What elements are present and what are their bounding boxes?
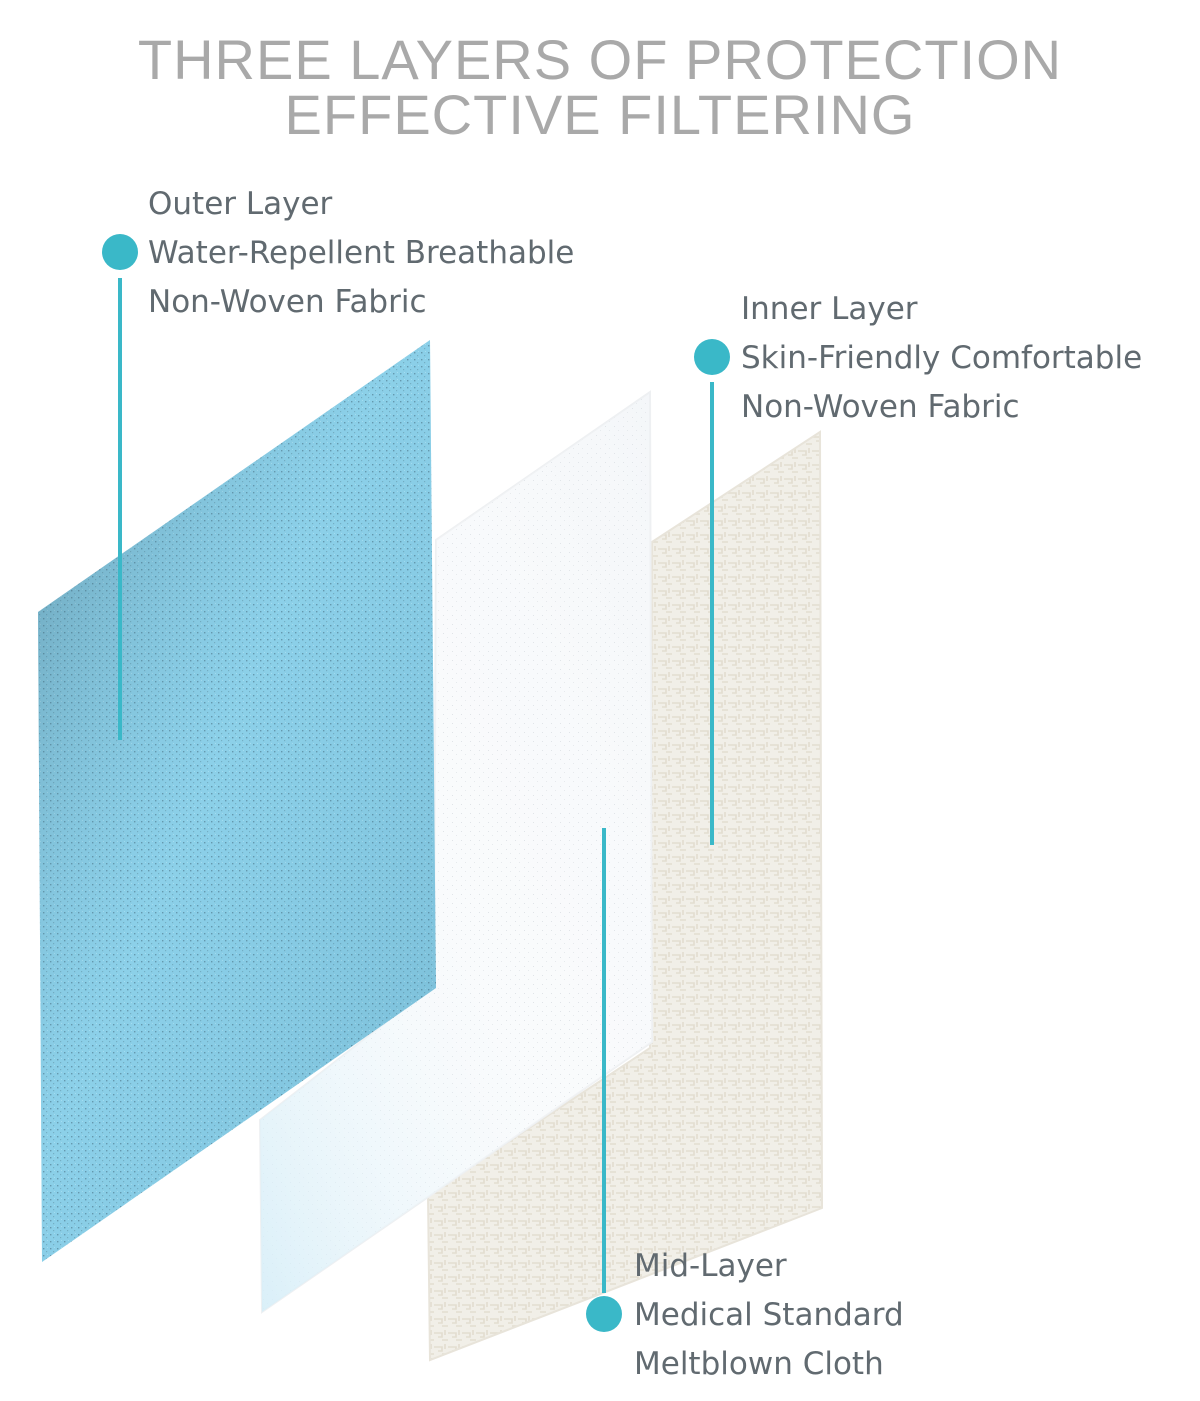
title-line-2: EFFECTIVE FILTERING: [284, 83, 916, 146]
outer-layer-marker-dot: [102, 234, 138, 270]
mid-layer-leader-line: [602, 828, 606, 1293]
outer-layer-title: Outer Layer: [148, 186, 333, 222]
outer-layer-desc-2: Non-Woven Fabric: [148, 284, 427, 320]
inner-layer-title: Inner Layer: [741, 291, 918, 327]
inner-layer-marker-dot: [694, 339, 730, 375]
mid-layer-marker-dot: [586, 1296, 622, 1332]
inner-fabric-layer: [426, 430, 824, 1362]
inner-layer-desc-1: Skin-Friendly Comfortable: [741, 340, 1143, 376]
mid-layer-desc-2: Meltblown Cloth: [634, 1346, 884, 1382]
mid-layer-title: Mid-Layer: [634, 1248, 787, 1284]
mid-layer-desc-1: Medical Standard: [634, 1297, 904, 1333]
outer-layer-label: Outer Layer Water-Repellent Breathable N…: [148, 180, 574, 327]
outer-layer-leader-line: [118, 278, 122, 740]
inner-layer-desc-2: Non-Woven Fabric: [741, 389, 1020, 425]
inner-layer-label: Inner Layer Skin-Friendly Comfortable No…: [741, 285, 1142, 432]
inner-layer-leader-line: [710, 382, 714, 845]
mid-layer-label: Mid-Layer Medical Standard Meltblown Clo…: [634, 1242, 904, 1389]
outer-layer-desc-1: Water-Repellent Breathable: [148, 235, 575, 271]
title-line-1: THREE LAYERS OF PROTECTION: [137, 28, 1063, 91]
